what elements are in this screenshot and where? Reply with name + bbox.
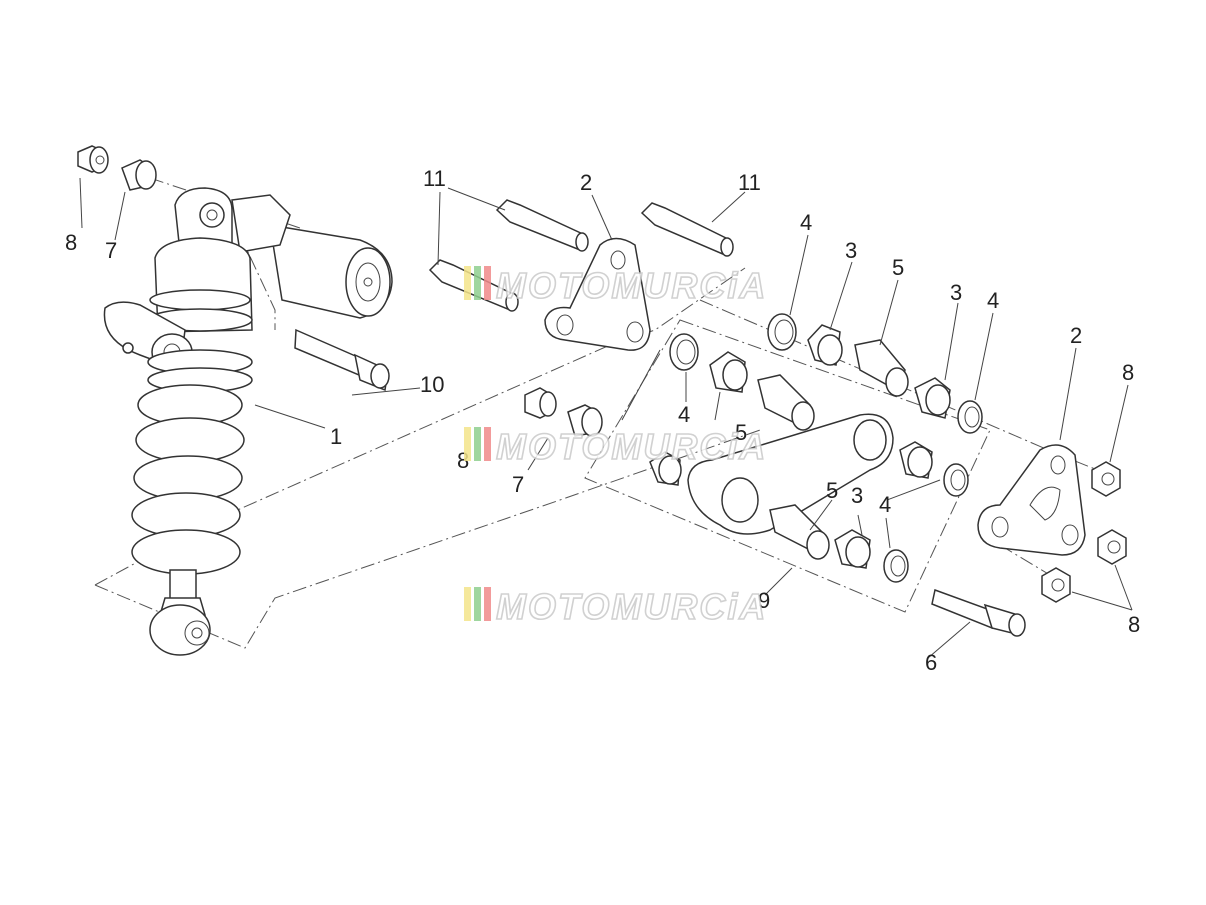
callout-4-upper-right: 4 (987, 288, 999, 313)
watermark-bottom: MOTOMURCiA (464, 585, 767, 628)
callout-8-top-left: 8 (65, 230, 77, 255)
callout-5-middle: 5 (735, 420, 747, 445)
callout-2-left: 2 (580, 170, 592, 195)
callout-3-upper-right: 3 (950, 280, 962, 305)
callout-labels: 8 7 1 10 11 2 11 4 3 5 3 4 2 8 4 5 8 7 5… (65, 166, 1140, 675)
leader-lines (79, 177, 1133, 659)
top-nut-and-bushing (77, 145, 157, 191)
watermark-stripe (484, 427, 491, 461)
right-nuts (1041, 461, 1127, 603)
callout-11-left: 11 (423, 166, 446, 191)
lower-row-bushings (769, 504, 909, 583)
watermark-top: MOTOMURCiA (464, 264, 767, 307)
watermark-stripe (484, 587, 491, 621)
bolt-6 (931, 589, 1026, 637)
callout-11-right: 11 (738, 170, 761, 195)
watermark-stripe (464, 587, 471, 621)
left-plate (544, 237, 651, 351)
callout-3-upper: 3 (845, 238, 857, 263)
callout-8-right-lower: 8 (1128, 612, 1140, 637)
callout-5-upper: 5 (892, 255, 904, 280)
watermark-stripe (464, 427, 471, 461)
callout-2-right: 2 (1070, 323, 1082, 348)
callout-10: 10 (420, 372, 444, 397)
callout-9: 9 (758, 588, 770, 613)
middle-nut-and-bushing (524, 387, 603, 437)
right-plate (977, 444, 1086, 556)
watermark-stripe (464, 266, 471, 300)
callout-5-lower: 5 (826, 478, 838, 503)
callout-6: 6 (925, 650, 937, 675)
callout-3-lower: 3 (851, 483, 863, 508)
watermark-text: MOTOMURCiA (496, 586, 767, 627)
callout-4-middle: 4 (678, 402, 690, 427)
callout-4-lower: 4 (879, 492, 891, 517)
upper-row-bushings (767, 313, 983, 434)
upper-bolts-11 (428, 199, 734, 312)
watermark-stripe (474, 587, 481, 621)
watermark-text: MOTOMURCiA (496, 265, 767, 306)
watermark-stripe (484, 266, 491, 300)
callout-7-top-left: 7 (105, 238, 117, 263)
callout-8-right-upper: 8 (1122, 360, 1134, 385)
linkage-rocker (649, 413, 894, 535)
shock-absorber (103, 187, 393, 656)
watermark-text: MOTOMURCiA (496, 426, 767, 467)
bolt-10 (294, 328, 390, 392)
callout-1: 1 (330, 424, 342, 449)
watermark-stripe (474, 427, 481, 461)
watermark-stripe (474, 266, 481, 300)
callout-7-middle: 7 (512, 472, 524, 497)
middle-row-bushings (669, 333, 969, 497)
watermark-middle: MOTOMURCiA (464, 425, 767, 468)
callout-4-upper: 4 (800, 210, 812, 235)
